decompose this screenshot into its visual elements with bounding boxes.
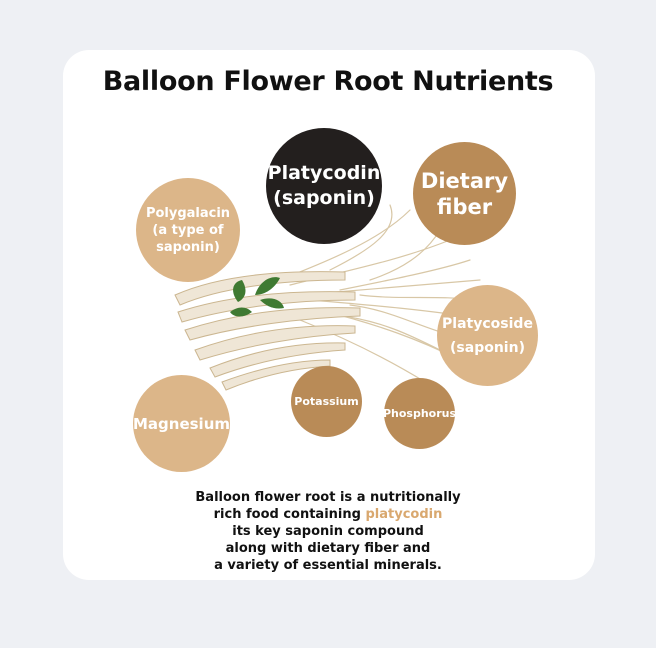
nutrient-platycodin-name: Platycodin [267, 162, 381, 184]
nutrient-dietary-fiber-line2: fiber [436, 194, 493, 219]
nutrient-dietary-fiber-line1: Dietary [420, 168, 509, 193]
nutrient-polygalacin-type-line2: saponin) [156, 239, 220, 255]
nutrient-magnesium-label: Magnesium [132, 414, 231, 433]
caption-line-4: along with dietary fiber and [225, 541, 431, 556]
nutrient-platycodin-type: (saponin) [273, 187, 375, 209]
caption-line-2-text: rich food containing [213, 507, 366, 522]
nutrient-polygalacin-name: Polygalacin [145, 205, 231, 221]
nutrient-phosphorus-label: Phosphorus [382, 407, 457, 420]
nutrient-dietary-fiber: Dietary fiber [413, 142, 516, 245]
caption-line-5: a variety of essential minerals. [214, 558, 442, 573]
infographic-caption: Balloon flower root is a nutritionally r… [0, 489, 656, 574]
nutrient-polygalacin: Polygalacin (a type of saponin) [136, 178, 240, 282]
caption-line-2: rich food containing platycodin [0, 506, 656, 523]
nutrient-potassium: Potassium [291, 366, 362, 437]
nutrient-platycodin: Platycodin (saponin) [266, 128, 382, 244]
caption-line-1: Balloon flower root is a nutritionally [195, 490, 461, 505]
nutrient-magnesium: Magnesium [133, 375, 230, 472]
nutrient-potassium-label: Potassium [294, 395, 359, 408]
caption-highlight-platycodin: platycodin [365, 507, 443, 522]
caption-line-3: its key saponin compound [232, 524, 424, 539]
nutrient-platycoside-type: (saponin) [450, 339, 525, 356]
nutrient-phosphorus: Phosphorus [382, 378, 457, 449]
nutrient-polygalacin-type-line1: (a type of [152, 222, 224, 238]
nutrient-platycoside: Platycoside (saponin) [437, 285, 538, 386]
infographic-title: Balloon Flower Root Nutrients [102, 66, 554, 97]
nutrient-platycoside-name: Platycoside [442, 315, 533, 332]
